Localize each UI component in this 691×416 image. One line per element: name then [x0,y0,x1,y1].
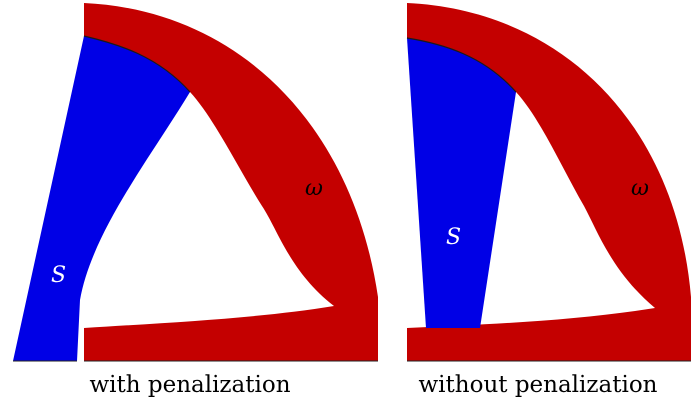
label-omega-left: ω [305,176,323,201]
panel-with-penalization: S ω [13,3,378,362]
blue-top-edge-right [406,37,517,93]
label-omega-right: ω [631,176,649,201]
blue-subregion-right [407,38,516,328]
red-structure-right [407,3,691,361]
red-structure-left [84,3,378,361]
label-S-left: S [51,263,66,288]
blue-top-edge-left [83,35,191,93]
blue-subregion-left [13,36,190,361]
panel-without-penalization: S ω [406,3,691,362]
caption-without-penalization: without penalization [418,372,658,398]
label-S-right: S [446,225,461,250]
caption-with-penalization: with penalization [89,372,291,398]
